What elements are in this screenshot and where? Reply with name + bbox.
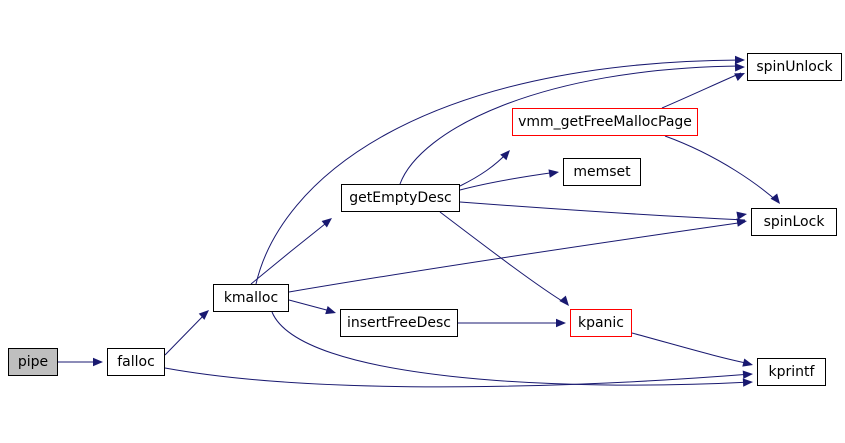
arrowhead <box>198 310 209 320</box>
edge-getEmptyDesc-to-memset <box>459 171 558 191</box>
node-spinLock[interactable]: spinLock <box>751 208 837 236</box>
arrowhead <box>742 358 753 367</box>
arrowhead <box>559 295 569 306</box>
node-kprintf[interactable]: kprintf <box>757 358 826 386</box>
edge-kmalloc-to-spinLock <box>288 221 746 293</box>
node-label: getEmptyDesc <box>349 190 452 206</box>
node-label: spinUnlock <box>756 59 833 75</box>
node-vmm_getFreeMallocPage[interactable]: vmm_getFreeMallocPage <box>512 108 698 136</box>
edge-vmm_getFreeMallocPage-to-spinLock <box>664 135 779 203</box>
node-spinUnlock[interactable]: spinUnlock <box>747 53 842 81</box>
arrowhead <box>742 378 753 387</box>
arrowhead <box>325 306 336 315</box>
node-label: spinLock <box>763 214 825 230</box>
edge-falloc-to-kprintf <box>164 367 752 388</box>
arrowhead <box>770 193 780 204</box>
node-pipe[interactable]: pipe <box>8 348 58 376</box>
node-label: kprintf <box>768 364 815 380</box>
edge-getEmptyDesc-to-kpanic <box>439 211 568 305</box>
arrowhead <box>735 55 745 65</box>
node-kpanic[interactable]: kpanic <box>570 309 632 337</box>
arrowhead <box>548 169 559 178</box>
edge-kmalloc-to-kprintf <box>271 311 752 386</box>
edge-kmalloc-to-getEmptyDesc <box>250 219 331 285</box>
node-label: memset <box>573 164 631 180</box>
arrowhead <box>93 357 103 367</box>
node-falloc[interactable]: falloc <box>107 348 165 376</box>
node-memset[interactable]: memset <box>563 158 641 186</box>
arrowhead <box>556 318 566 328</box>
edge-getEmptyDesc-to-spinUnlock <box>399 65 742 185</box>
node-kmalloc[interactable]: kmalloc <box>213 284 289 312</box>
edge-kmalloc-to-spinUnlock <box>255 59 742 285</box>
node-label: kpanic <box>577 315 625 331</box>
edge-vmm_getFreeMallocPage-to-spinUnlock <box>661 72 742 109</box>
node-label: pipe <box>17 354 49 370</box>
arrowhead <box>734 63 745 72</box>
arrowhead <box>500 150 510 161</box>
node-label: insertFreeDesc <box>346 315 451 331</box>
arrowhead <box>742 370 753 379</box>
node-getEmptyDesc[interactable]: getEmptyDesc <box>341 184 460 212</box>
arrowhead <box>736 218 747 227</box>
node-label: vmm_getFreeMallocPage <box>518 114 692 130</box>
arrowhead <box>736 211 747 220</box>
edge-getEmptyDesc-to-spinLock <box>459 201 746 221</box>
arrowhead <box>321 218 332 228</box>
edge-kpanic-to-kprintf <box>631 332 752 365</box>
node-label: kmalloc <box>223 290 279 306</box>
arrowhead <box>734 73 745 82</box>
edge-falloc-to-kmalloc <box>164 311 208 356</box>
node-insertFreeDesc[interactable]: insertFreeDesc <box>340 309 458 337</box>
node-label: falloc <box>117 354 155 370</box>
